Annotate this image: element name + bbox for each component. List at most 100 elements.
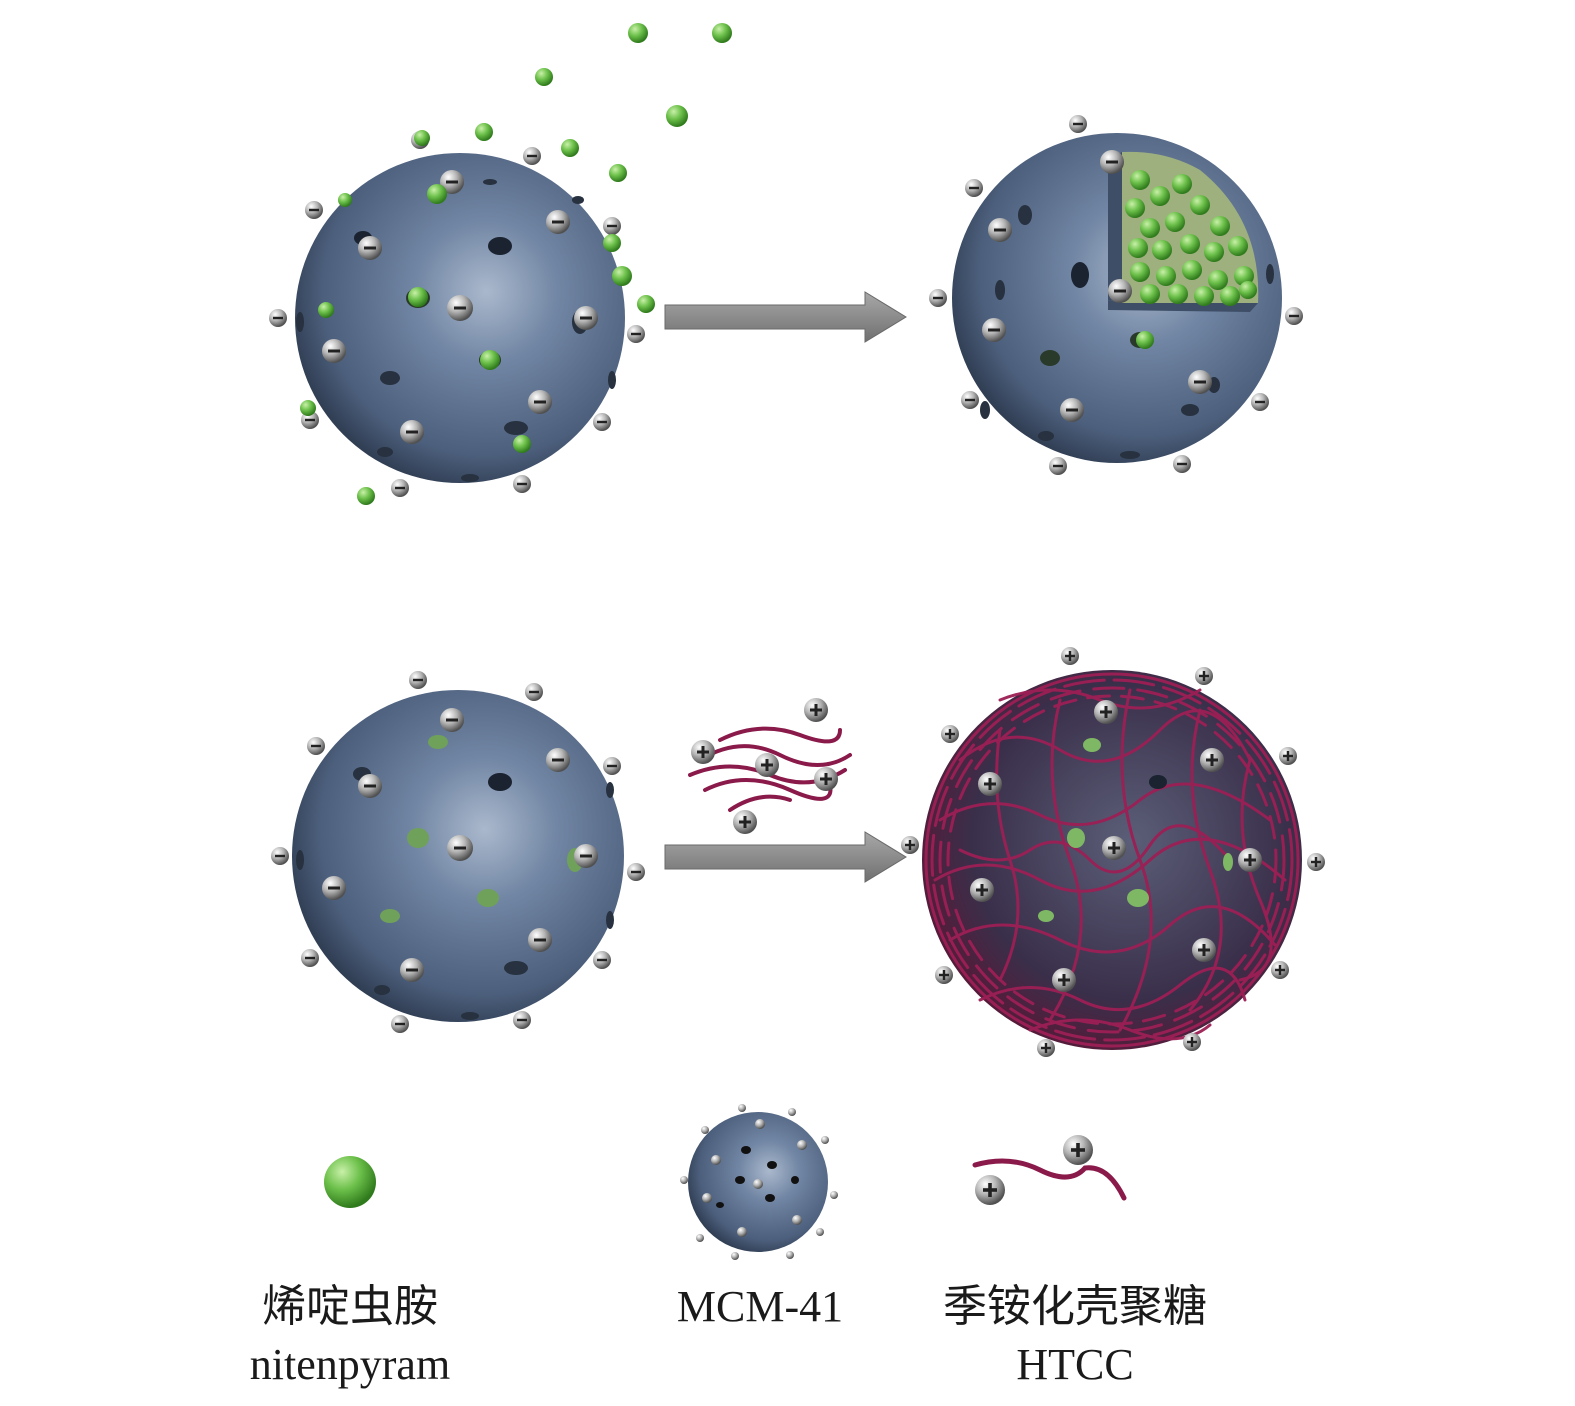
legend-nitenpyram-en: nitenpyram [249, 1340, 451, 1389]
drug-molecule-icon [357, 487, 375, 505]
plus-charge-icon [1238, 848, 1262, 872]
surface-charges-bottom-right [901, 647, 1325, 1057]
minus-charge-icon [400, 958, 424, 982]
surface-charges-top-left [269, 131, 645, 497]
legend-htcc-en: HTCC [1016, 1340, 1134, 1389]
minus-charge-icon [603, 757, 621, 775]
drug-molecule-icon [475, 123, 493, 141]
minus-charge-icon [1069, 115, 1087, 133]
drug-molecule-icon [1165, 212, 1185, 232]
drug-molecule-icon [408, 287, 428, 307]
minus-charge-icon [301, 949, 319, 967]
plus-charge-icon [941, 725, 959, 743]
minus-charge-icon [447, 295, 473, 321]
drug-molecule-icon [414, 130, 430, 146]
plus-charge-icon [755, 753, 779, 777]
minus-charge-icon [603, 217, 621, 235]
plus-charge-icon [1195, 667, 1213, 685]
legend-nitenpyram-zh: 烯啶虫胺 [262, 1282, 438, 1331]
drug-molecule-icon [1220, 286, 1240, 306]
drug-molecule-icon [1152, 240, 1172, 260]
minus-charge-icon [409, 671, 427, 689]
drug-molecule-icon [1180, 234, 1200, 254]
surface-charges-bottom-left [271, 671, 645, 1033]
minus-charge-icon [988, 218, 1012, 242]
plus-charge-icon [1037, 1039, 1055, 1057]
drug-molecule-icon [1204, 242, 1224, 262]
minus-charge-icon [1173, 455, 1191, 473]
htcc-strand-charges [691, 698, 838, 834]
drug-molecule-icon [1168, 284, 1188, 304]
drug-molecules-free [300, 23, 732, 505]
drug-molecule-icon [612, 266, 632, 286]
drug-molecule-icon [561, 139, 579, 157]
minus-charge-icon [1188, 370, 1212, 394]
plus-charge-icon [1061, 647, 1079, 665]
minus-charge-icon [1100, 150, 1124, 174]
drug-molecule-icon [1182, 260, 1202, 280]
minus-charge-icon [523, 147, 541, 165]
plus-charge-icon [1094, 700, 1118, 724]
minus-charge-icon [546, 210, 570, 234]
minus-charge-icon [593, 413, 611, 431]
minus-charge-icon [447, 835, 473, 861]
loaded-drug-cluster [1125, 170, 1257, 349]
minus-charge-icon [627, 325, 645, 343]
minus-charge-icon [358, 236, 382, 260]
plus-charge-icon [975, 1175, 1005, 1205]
drug-molecule-icon [712, 23, 732, 43]
minus-charge-icon [400, 420, 424, 444]
minus-charge-icon [546, 748, 570, 772]
minus-charge-icon [322, 339, 346, 363]
drug-molecule-icon [1130, 262, 1150, 282]
minus-charge-icon [1251, 393, 1269, 411]
minus-charge-icon [528, 390, 552, 414]
minus-charge-icon [305, 201, 323, 219]
legend-htcc-zh: 季铵化壳聚糖 [943, 1282, 1207, 1331]
minus-charge-icon [574, 306, 598, 330]
drug-molecule-icon [338, 193, 352, 207]
plus-charge-icon [814, 767, 838, 791]
minus-charge-icon [391, 479, 409, 497]
minus-charge-icon [440, 170, 464, 194]
drug-molecule-icon [609, 164, 627, 182]
drug-molecule-icon [1140, 218, 1160, 238]
plus-charge-icon [1279, 747, 1297, 765]
plus-charge-icon [691, 740, 715, 764]
minus-charge-icon [1049, 457, 1067, 475]
drug-molecule-icon [427, 184, 447, 204]
minus-charge-icon [965, 179, 983, 197]
plus-charge-icon [970, 878, 994, 902]
minus-charge-icon [929, 289, 947, 307]
plus-charge-icon [1271, 961, 1289, 979]
process-arrow-top [664, 291, 907, 343]
drug-molecule-icon [666, 105, 688, 127]
drug-molecule-icon [513, 435, 531, 453]
drug-molecule-icon [318, 302, 334, 318]
surface-charges-top-right [929, 115, 1303, 475]
minus-charge-icon [982, 318, 1006, 342]
minus-charge-icon [627, 863, 645, 881]
drug-molecule-icon [1128, 238, 1148, 258]
plus-charge-icon [1183, 1033, 1201, 1051]
minus-charge-icon [1285, 307, 1303, 325]
plus-charge-icon [901, 836, 919, 854]
drug-molecule-icon [1234, 266, 1254, 286]
minus-charge-icon [513, 1011, 531, 1029]
plus-charge-icon [733, 810, 757, 834]
process-arrow-bottom [664, 831, 907, 883]
drug-molecule-icon [1239, 281, 1257, 299]
plus-charge-icon [1052, 968, 1076, 992]
drug-molecule-icon [1130, 170, 1150, 190]
minus-charge-icon [1060, 398, 1084, 422]
plus-charge-icon [978, 772, 1002, 796]
minus-charge-icon [358, 774, 382, 798]
drug-molecule-icon [1194, 286, 1214, 306]
minus-charge-icon [574, 844, 598, 868]
minus-charge-icon [528, 928, 552, 952]
minus-charge-icon [525, 683, 543, 701]
plus-charge-icon [935, 966, 953, 984]
plus-charge-icon [1192, 938, 1216, 962]
drug-molecule-icon [628, 23, 648, 43]
minus-charge-icon [513, 475, 531, 493]
